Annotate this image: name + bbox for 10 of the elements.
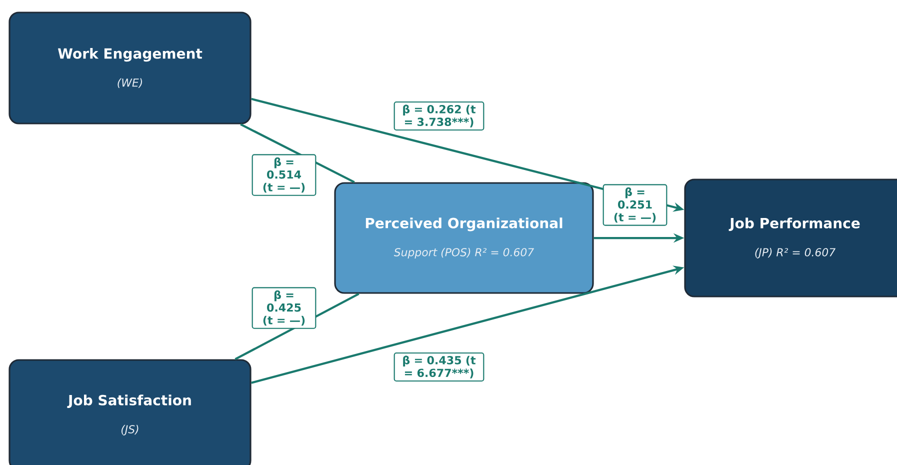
edge-label: β = 0.435 (t = 6.677***) [394, 352, 484, 382]
construct-box: Work Engagement (WE) [8, 12, 252, 124]
edge-label: β = 0.425 (t = —) [252, 287, 316, 329]
path-line [240, 123, 355, 184]
construct-box: Job Satisfaction (JS) [8, 359, 252, 465]
edge-label: β = 0.514 (t = —) [252, 154, 316, 196]
edge-label: β = 0.251 (t = —) [602, 184, 668, 226]
construct-box: Perceived Organizational Support (POS) R² = 0.607 [334, 182, 594, 294]
construct-box: Job Performance (JP) R² = 0.607 [684, 178, 897, 298]
edge-label: β = 0.262 (t = 3.738***) [394, 101, 484, 131]
